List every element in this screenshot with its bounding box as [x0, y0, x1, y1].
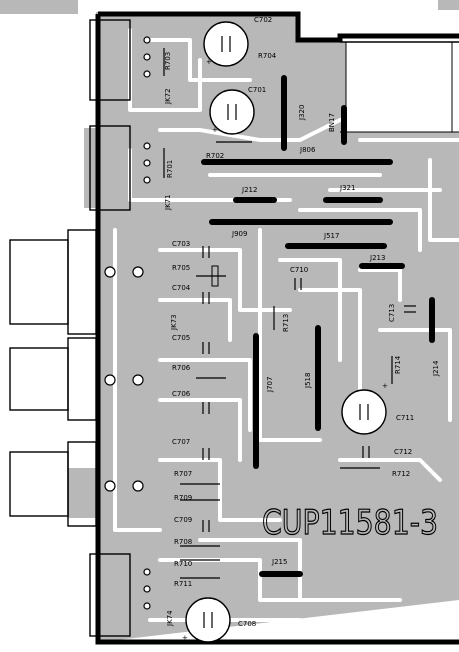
label-r703: R703: [164, 52, 172, 70]
label-c706: C706: [172, 390, 191, 398]
label-j214: J214: [432, 360, 440, 377]
label-r713: R713: [282, 314, 290, 332]
label-jk71: JK71: [164, 194, 172, 211]
label-r702: R702: [206, 152, 224, 160]
label-j518: J518: [304, 373, 312, 389]
label-r701: R701: [166, 160, 174, 178]
label-c709: C709: [174, 516, 192, 524]
label-r711: R711: [174, 580, 192, 588]
label-jk72: JK72: [164, 88, 172, 105]
label-r709: R709: [174, 494, 192, 502]
polarity-marks: + + + +: [182, 58, 388, 642]
label-r705: R705: [172, 264, 190, 272]
label-r712: R712: [392, 470, 410, 478]
jack-pads: [104, 36, 151, 610]
label-bn17: BN17: [328, 113, 336, 132]
label-c704: C704: [172, 284, 191, 292]
label-j707: J707: [266, 377, 274, 393]
label-r710: R710: [174, 560, 192, 568]
svg-text:+: +: [382, 382, 388, 390]
label-c712: C712: [394, 448, 412, 456]
rca-jacks: [9, 19, 131, 637]
label-jk74: JK74: [166, 610, 174, 627]
label-j213: J213: [369, 254, 385, 262]
label-j909: J909: [231, 230, 247, 238]
label-c707: C707: [172, 438, 190, 446]
label-c711: C711: [396, 414, 414, 422]
capacitor-symbols: [163, 36, 416, 628]
label-j212: J212: [241, 186, 257, 194]
electrolytic-capacitors: [185, 21, 387, 643]
component-labels: C702 R704 R703 JK72 C701 J320 BN17 R702 …: [164, 16, 440, 628]
label-r714: R714: [394, 355, 402, 374]
label-j517: J517: [323, 232, 339, 240]
board-outline: [95, 11, 459, 645]
label-r708: R708: [174, 538, 192, 546]
label-jk73: JK73: [170, 314, 178, 331]
label-r707: R707: [174, 470, 192, 478]
label-j320: J320: [298, 105, 306, 121]
misc-lines: [211, 265, 219, 287]
svg-text:+: +: [182, 634, 188, 642]
label-j321: J321: [339, 184, 355, 192]
label-c710: C710: [290, 266, 308, 274]
label-j806: J806: [299, 146, 316, 154]
jumper-wires: [201, 75, 435, 577]
part-number: CUP11581-3: [262, 503, 438, 543]
label-r704: R704: [258, 52, 277, 60]
label-c705: C705: [172, 334, 190, 342]
label-j215: J215: [271, 558, 287, 566]
svg-text:+: +: [206, 58, 212, 66]
label-c701: C701: [248, 86, 266, 94]
label-c702: C702: [254, 16, 272, 24]
label-c713: C713: [388, 304, 396, 322]
label-c708: C708: [238, 620, 256, 628]
svg-text:+: +: [212, 126, 218, 134]
label-c703: C703: [172, 240, 190, 248]
label-r706: R706: [172, 364, 191, 372]
